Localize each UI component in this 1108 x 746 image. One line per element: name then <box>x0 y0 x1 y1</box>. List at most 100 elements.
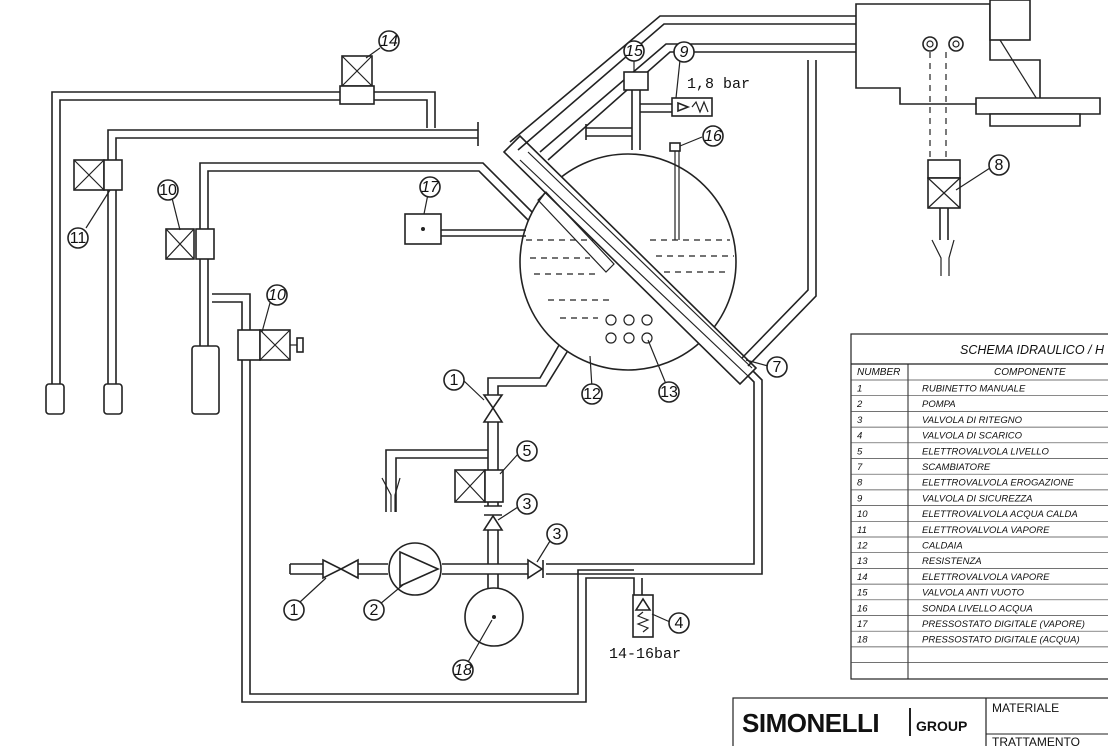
legend-row-component: RUBINETTO MANUALE <box>922 384 1026 395</box>
svg-text:17: 17 <box>421 179 440 196</box>
main-water-circuit <box>241 339 763 703</box>
legend-row-number: 17 <box>857 619 868 630</box>
svg-text:10: 10 <box>159 182 177 199</box>
svg-text:11: 11 <box>70 230 87 247</box>
legend-row-number: 3 <box>857 415 863 426</box>
brand-group: GROUP <box>916 718 967 734</box>
svg-text:4: 4 <box>675 615 684 632</box>
steam-wand-tip-left <box>45 383 65 415</box>
legend-row-number: 2 <box>856 399 863 410</box>
callout-3-horizontal: 3 <box>546 523 568 545</box>
steam-wand-tip-right <box>103 383 123 415</box>
svg-text:10: 10 <box>268 287 286 304</box>
legend-row-number: 9 <box>857 493 863 504</box>
legend-row-number: 7 <box>857 462 863 473</box>
pressure-switch-17 <box>404 213 526 245</box>
hot-water-line <box>199 162 541 346</box>
svg-text:13: 13 <box>660 384 678 401</box>
callout-1-lower: 1 <box>283 599 305 621</box>
legend-row-component: VALVOLA ANTI VUOTO <box>922 588 1025 599</box>
legend-row-number: 8 <box>857 478 863 489</box>
materiale-label: MATERIALE <box>992 701 1059 715</box>
svg-text:7: 7 <box>773 359 782 376</box>
legend-header-component: COMPONENTE <box>994 367 1066 378</box>
solenoid-valve-11 <box>73 159 123 191</box>
svg-text:18: 18 <box>454 662 472 679</box>
svg-text:8: 8 <box>995 157 1004 174</box>
heating-element-13 <box>605 314 653 344</box>
legend-row-number: 14 <box>857 572 868 583</box>
pressure-switch-18 <box>464 587 524 647</box>
legend-row-number: 11 <box>857 525 867 536</box>
solenoid-valve-10-lower <box>237 329 304 361</box>
legend-row-component: VALVOLA DI SCARICO <box>922 431 1023 442</box>
hot-water-outlet <box>191 345 220 415</box>
solenoid-valve-14 <box>339 55 375 105</box>
legend-row-component: POMPA <box>922 399 956 410</box>
svg-text:3: 3 <box>523 496 532 513</box>
callout-9: 9 <box>673 41 695 63</box>
legend-row-component: ELETTROVALVOLA VAPORE <box>922 525 1050 536</box>
callout-10-lower: 10 <box>266 284 288 306</box>
svg-text:15: 15 <box>625 43 643 60</box>
drain-funnel-right <box>931 239 955 276</box>
pump-2 <box>388 542 442 596</box>
legend-row-component: PRESSOSTATO DIGITALE (ACQUA) <box>922 635 1080 646</box>
callout-3-vertical: 3 <box>516 493 538 515</box>
legend-row-number: 16 <box>857 603 868 614</box>
legend-row-number: 12 <box>857 541 868 552</box>
callout-7: 7 <box>766 356 788 378</box>
solenoid-valve-5 <box>454 469 504 503</box>
callout-8: 8 <box>988 154 1010 176</box>
callout-1-upper: 1 <box>443 369 465 391</box>
callout-18: 18 <box>452 659 474 681</box>
callout-16: 16 <box>702 125 724 147</box>
callout-4: 4 <box>668 612 690 634</box>
legend-row-number: 4 <box>857 431 862 442</box>
svg-text:12: 12 <box>583 386 601 403</box>
check-valve-3-horizontal <box>527 558 544 580</box>
drain-funnel-left <box>381 477 401 512</box>
callout-2: 2 <box>363 599 385 621</box>
callout-5: 5 <box>516 440 538 462</box>
svg-text:1: 1 <box>450 372 459 389</box>
level-probe-16 <box>669 142 681 240</box>
legend-row-component: SONDA LIVELLO ACQUA <box>922 603 1033 614</box>
legend-row-component: ELETTROVALVOLA EROGAZIONE <box>922 478 1074 489</box>
discharge-valve-4 <box>632 594 654 638</box>
legend-row-number: 1 <box>857 384 862 395</box>
callout-15: 15 <box>623 40 645 62</box>
leader-lines <box>85 47 991 663</box>
callout-12: 12 <box>581 383 603 405</box>
legend-row-component: ELETTROVALVOLA VAPORE <box>922 572 1050 583</box>
svg-text:16: 16 <box>704 128 722 145</box>
callout-13: 13 <box>658 381 680 403</box>
svg-text:2: 2 <box>370 602 379 619</box>
legend-row-number: 18 <box>857 635 868 646</box>
safety-valve-pressure-label: 1,8 bar <box>687 76 750 93</box>
callouts: 14 11 10 10 15 9 16 17 8 7 1 12 13 5 3 3… <box>67 30 1010 681</box>
group-feed-line <box>509 15 948 367</box>
legend-row-number: 5 <box>857 446 863 457</box>
trattamento-label: TRATTAMENTO <box>992 735 1080 746</box>
manual-tap-1-inlet <box>322 558 359 580</box>
legend-row-component: SCAMBIATORE <box>922 462 991 473</box>
check-valve-3-vertical <box>482 505 504 531</box>
group-head <box>855 0 1101 160</box>
legend-row-component: ELETTROVALVOLA LIVELLO <box>922 446 1050 457</box>
legend-row-component: VALVOLA DI SICUREZZA <box>922 493 1033 504</box>
callout-17: 17 <box>419 176 441 198</box>
solenoid-valve-8 <box>927 159 961 240</box>
safety-valve-9 <box>671 97 713 117</box>
legend-row-component: CALDAIA <box>922 541 963 552</box>
heat-exchanger-7 <box>502 134 758 386</box>
legend-row-number: 13 <box>857 556 868 567</box>
svg-text:9: 9 <box>680 44 689 61</box>
solenoid-valve-10-upper <box>165 228 215 260</box>
steam-line-14 <box>51 91 436 390</box>
legend-header-number: NUMBER <box>857 367 900 378</box>
callout-10-upper: 10 <box>157 179 179 201</box>
manual-tap-1-vertical <box>482 394 504 423</box>
title-block: SIMONELLI GROUP MATERIALE TRATTAMENTO <box>732 697 1108 746</box>
